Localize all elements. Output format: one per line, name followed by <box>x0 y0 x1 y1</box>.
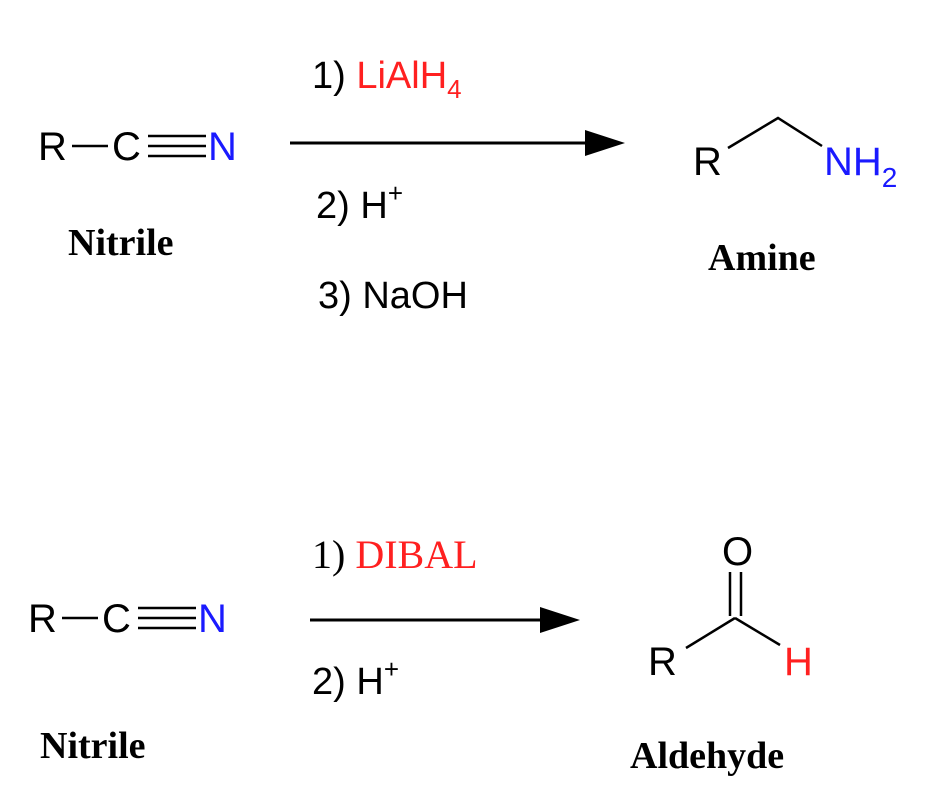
reaction-2: R C N Nitrile 1) DIBAL 2) H+ R O H Aldeh… <box>28 530 813 777</box>
product-label: Aldehyde <box>630 735 784 777</box>
arrow-head <box>585 130 625 156</box>
reaction-1: R C N Nitrile 1) LiAlH4 2) H+ 3) NaOH R … <box>38 55 897 317</box>
nitrile-structure-2: R C N <box>28 597 227 641</box>
carbon-atom: C <box>112 125 141 169</box>
step-1: 1) DIBAL <box>312 532 478 577</box>
carbon-atom: C <box>102 597 131 641</box>
product-label: Amine <box>708 237 816 279</box>
r-c-bond <box>685 616 736 650</box>
oxygen-atom: O <box>722 530 753 574</box>
triple-bond <box>148 134 206 158</box>
c-h-bond <box>734 616 781 647</box>
nitrogen-atom: N <box>208 125 237 169</box>
r-group: R <box>693 140 722 184</box>
triple-bond <box>138 606 196 630</box>
nitrile-structure-1: R C N <box>38 125 237 169</box>
amine-group: NH2 <box>824 140 897 193</box>
reactant-label: Nitrile <box>68 222 174 264</box>
step-3: 3) NaOH <box>318 275 468 317</box>
amine-structure: R NH2 <box>693 116 897 193</box>
r-group: R <box>648 640 677 684</box>
step-1: 1) LiAlH4 <box>312 55 462 104</box>
step-2: 2) H+ <box>312 654 399 703</box>
hydrogen-atom: H <box>784 640 813 684</box>
aldehyde-structure: R O H <box>648 530 813 684</box>
r-group: R <box>38 125 67 169</box>
step-2: 2) H+ <box>316 178 403 227</box>
carbon-chain-bonds <box>727 116 823 150</box>
reactant-label: Nitrile <box>40 725 146 767</box>
r-group: R <box>28 597 57 641</box>
arrow-head <box>540 607 580 633</box>
nitrogen-atom: N <box>198 597 227 641</box>
